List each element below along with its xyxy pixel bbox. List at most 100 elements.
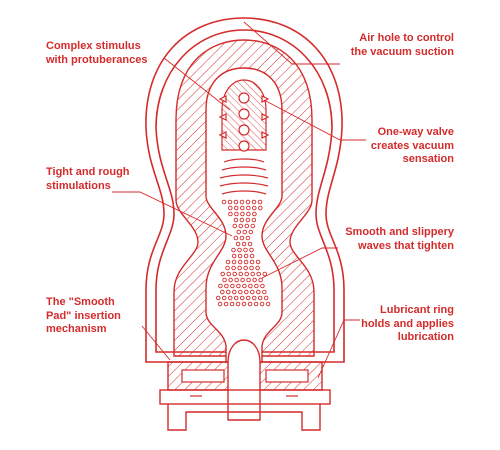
texture-dot <box>249 259 255 265</box>
leader-smooth-pad <box>141 325 171 361</box>
base-assembly <box>159 339 331 431</box>
texture-dot <box>246 205 251 211</box>
texture-dot <box>240 277 245 283</box>
label-complex-stimulus: Complex stimulus with protuberances <box>46 40 148 66</box>
texture-dot <box>229 301 235 307</box>
texture-dot <box>236 229 242 235</box>
texture-dot <box>235 301 241 307</box>
texture-dot <box>215 295 221 301</box>
texture-dot <box>252 205 257 211</box>
texture-dot <box>221 295 227 301</box>
texture-dot <box>232 289 237 295</box>
texture-dot <box>225 265 230 271</box>
texture-dot <box>232 223 238 229</box>
label-air-hole: Air hole to control the vacuum suction <box>350 32 454 58</box>
texture-dot <box>252 211 257 217</box>
texture-dot <box>234 211 239 217</box>
texture-dot <box>237 253 243 259</box>
texture-dot <box>263 295 269 301</box>
texture-dot <box>249 265 254 271</box>
texture-dot <box>243 247 248 253</box>
leader-one-way-valve <box>263 99 366 141</box>
texture-dot <box>240 211 245 217</box>
texture-dot <box>227 295 233 301</box>
leader-lines <box>112 21 366 379</box>
texture-dot <box>257 199 263 205</box>
ribs <box>219 158 269 195</box>
texture-dot <box>251 199 257 205</box>
texture-dot <box>243 259 249 265</box>
texture-dot <box>239 295 245 301</box>
texture-dot <box>245 295 251 301</box>
texture-dot <box>258 205 263 211</box>
texture-dot <box>253 301 259 307</box>
texture-dot <box>232 271 237 277</box>
texture-dot <box>244 289 249 295</box>
texture-dot <box>233 295 239 301</box>
leader-lubricant-ring <box>317 319 360 379</box>
texture-dot <box>224 283 229 289</box>
texture-dot <box>250 289 255 295</box>
texture-dot <box>243 265 248 271</box>
texture-dot <box>250 223 256 229</box>
texture-dot <box>222 277 227 283</box>
texture-dot <box>237 265 242 271</box>
outer-cup <box>145 17 345 363</box>
texture-dot <box>227 199 233 205</box>
texture-dot <box>256 289 261 295</box>
texture-dot <box>233 217 239 223</box>
texture-dot <box>260 283 265 289</box>
texture-dot <box>230 283 235 289</box>
texture-dot <box>231 265 236 271</box>
texture-dot <box>252 277 257 283</box>
leader-tight-rough <box>112 191 233 237</box>
texture-dot <box>262 271 267 277</box>
texture-dot <box>239 235 245 241</box>
texture-dot <box>228 211 233 217</box>
texture-dot <box>249 247 254 253</box>
texture-dot <box>247 241 253 247</box>
texture-dot <box>244 271 249 277</box>
texture-dot <box>242 283 247 289</box>
texture-dot <box>244 223 250 229</box>
texture-dot <box>248 229 254 235</box>
texture-dot <box>239 217 245 223</box>
texture-dot <box>233 199 239 205</box>
texture-dot <box>228 205 233 211</box>
leader-complex-stimulus <box>163 57 231 111</box>
texture-dot <box>251 295 257 301</box>
leader-air-hole <box>243 21 340 65</box>
label-one-way-valve: One-way valve creates vacuum sensation <box>370 126 454 165</box>
texture-dot <box>245 199 251 205</box>
label-tight-rough: Tight and rough stimulations <box>46 166 130 192</box>
leader-smooth-waves <box>261 247 338 279</box>
texture-dot <box>245 217 251 223</box>
texture-dot <box>248 283 253 289</box>
texture-dot <box>259 301 265 307</box>
texture-dot <box>218 283 223 289</box>
texture-dot <box>235 241 241 247</box>
texture-dot <box>236 283 241 289</box>
texture-dot <box>246 211 251 217</box>
texture-dot <box>234 205 239 211</box>
texture-dot <box>233 235 239 241</box>
texture-dot <box>220 271 225 277</box>
texture-dot <box>221 199 227 205</box>
texture-dot <box>250 271 255 277</box>
texture-dot <box>226 271 231 277</box>
texture-dot <box>255 259 261 265</box>
texture-dot <box>243 253 249 259</box>
texture-dot <box>238 223 244 229</box>
label-smooth-pad: The "Smooth Pad" insertion mechanism <box>46 296 121 335</box>
texture-dot <box>265 301 271 307</box>
texture-dot <box>220 289 225 295</box>
texture-dot <box>241 301 247 307</box>
texture-dot <box>225 259 231 265</box>
texture-dot <box>256 271 261 277</box>
texture-dot <box>254 283 259 289</box>
texture-dot <box>246 277 251 283</box>
texture-dot <box>231 253 237 259</box>
texture-dot <box>226 289 231 295</box>
texture-dot <box>231 259 237 265</box>
